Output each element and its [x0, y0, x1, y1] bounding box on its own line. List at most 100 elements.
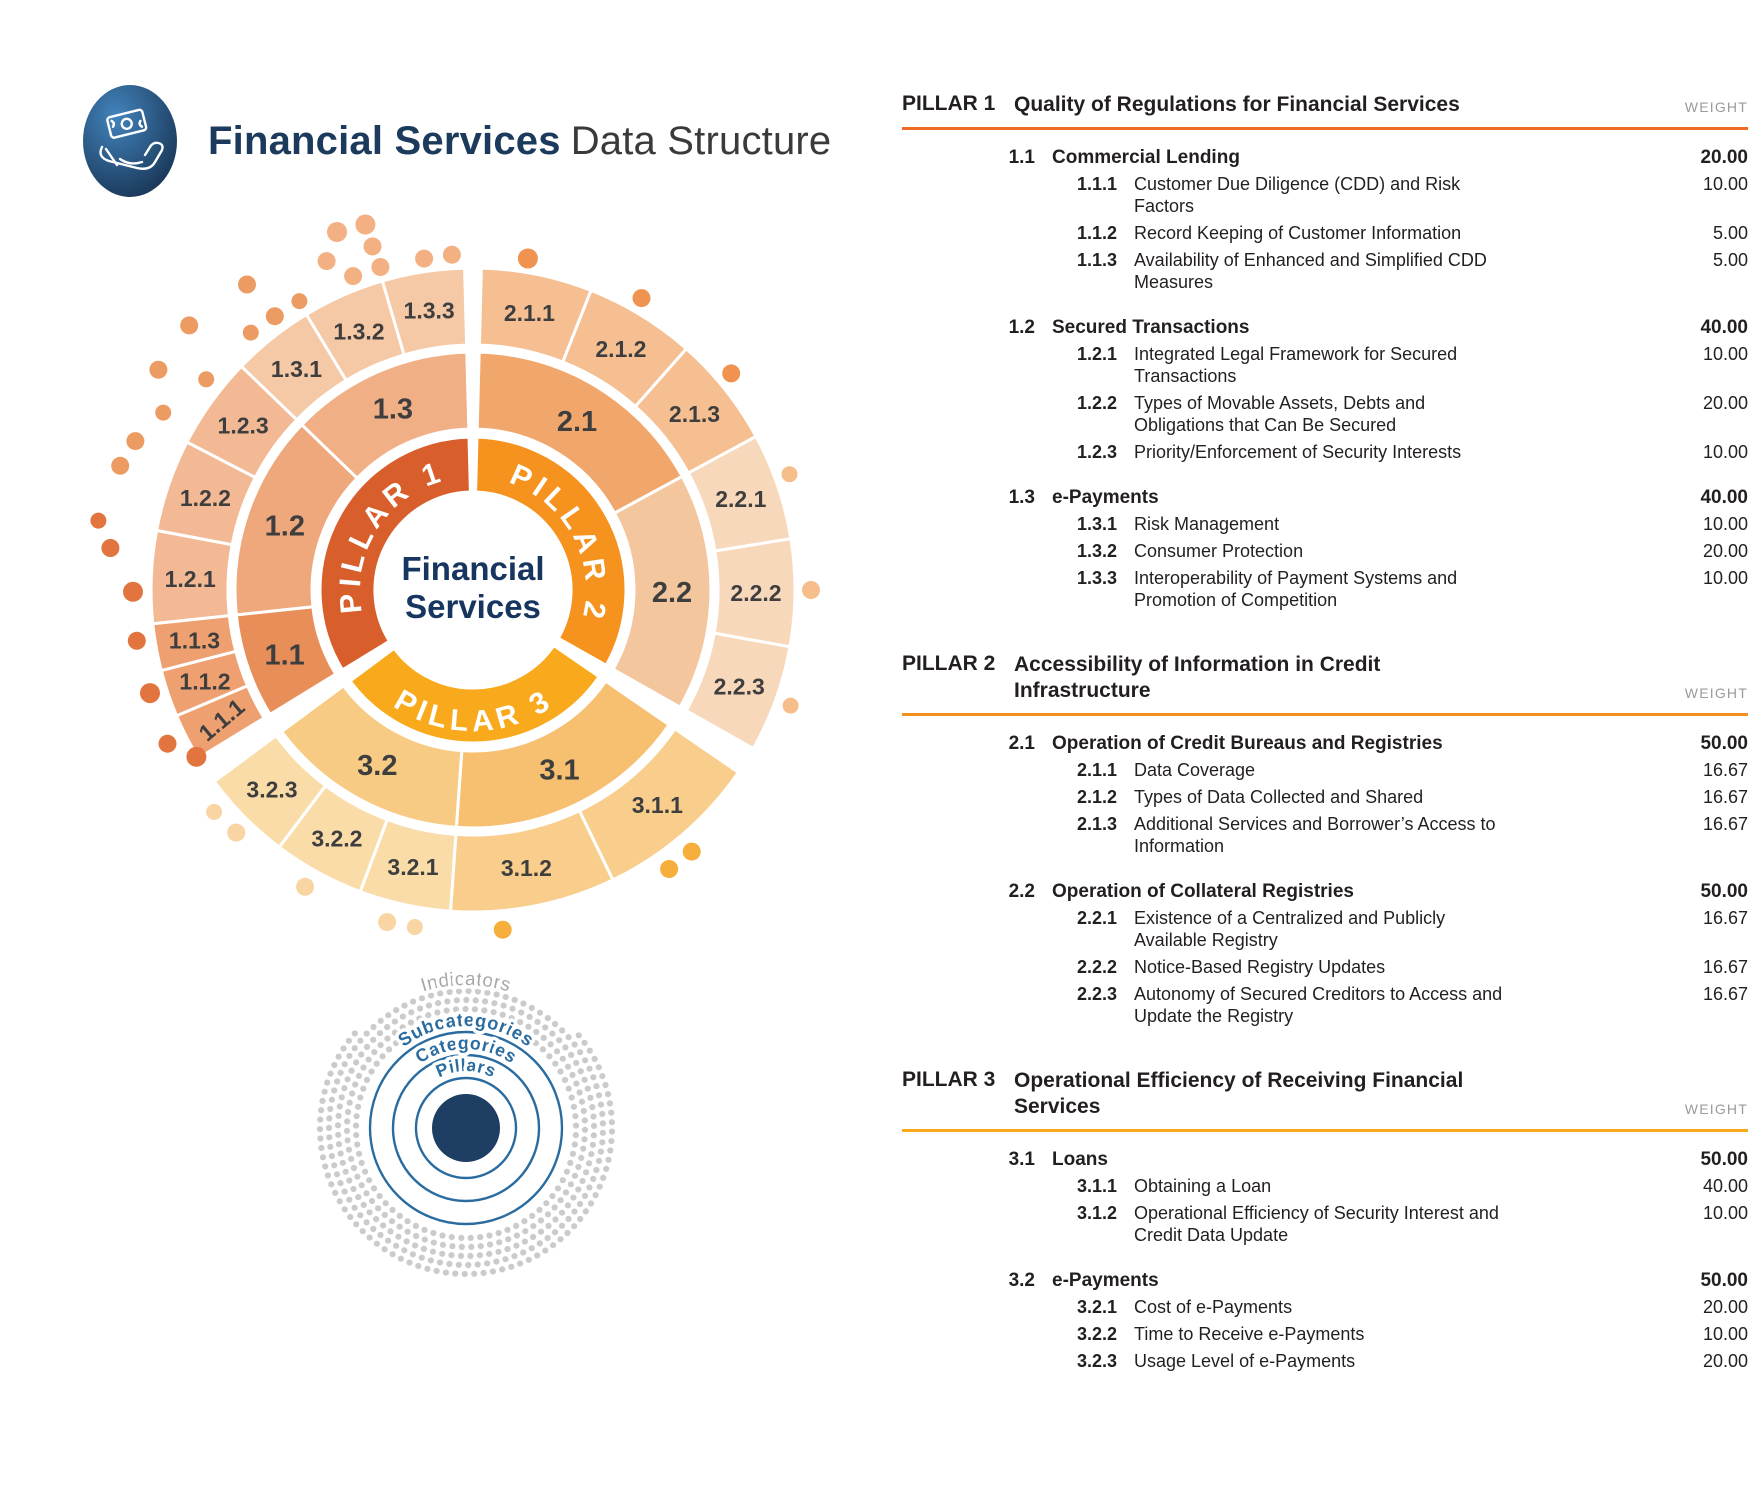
subcategory-name: Usage Level of e-Payments: [1134, 1351, 1356, 1372]
legend-ring-0: [414, 1076, 518, 1180]
category-name: Operation of Collateral Registries: [1052, 880, 1354, 902]
subcategory-number: 1.3.1: [1076, 514, 1117, 535]
center-label-line2: Services: [405, 588, 541, 625]
category-weight: 40.00: [1700, 486, 1748, 508]
indicator-dot: [782, 697, 799, 714]
category-weight: 50.00: [1700, 880, 1748, 902]
category-number: 3.1: [1008, 1148, 1035, 1170]
legend-label-categories: Categories: [412, 1033, 521, 1067]
pillar-label: PILLAR 3: [902, 1067, 996, 1091]
indicator-dot: [101, 539, 120, 557]
subcategory-number: 1.2.2: [1076, 393, 1117, 414]
subcategory-number: 2.1.3: [1076, 814, 1117, 835]
subcategory-name: Consumer Protection: [1134, 541, 1304, 562]
category-ring-label-2.2: 2.2: [652, 577, 692, 609]
category-name: e-Payments: [1052, 486, 1159, 508]
subcategory-weight: 5.00: [1712, 250, 1748, 271]
indicator-dot: [355, 214, 376, 235]
indicator-dot: [327, 222, 347, 242]
indicator-dot: [317, 252, 336, 271]
banknote-glyph: [106, 108, 148, 139]
subcategory-name: Operational Efficiency of Security Inter…: [1134, 1203, 1499, 1246]
pillar-rule: [902, 127, 1748, 131]
indicator-dot: [158, 734, 177, 753]
subcategory-weight: 10.00: [1702, 344, 1748, 365]
indicator-dot: [632, 289, 651, 308]
subcategory-number: 2.1.1: [1076, 760, 1117, 781]
subcategory-ring-label-2.1.2: 2.1.2: [595, 336, 646, 362]
subcategory-number: 1.2.3: [1076, 441, 1117, 462]
indicator-dot: [722, 364, 741, 383]
category-weight: 50.00: [1700, 1269, 1748, 1291]
legend-ring-2: [368, 1030, 564, 1226]
subcategory-number: 2.2.1: [1076, 908, 1117, 929]
indicator-dot: [265, 307, 284, 326]
subcategory-name: Record Keeping of Customer Information: [1134, 223, 1462, 244]
pillar-rule: [902, 712, 1748, 716]
subcategory-name: Priority/Enforcement of Security Interes…: [1134, 441, 1462, 462]
page-title-regular: Data Structure: [570, 118, 832, 163]
subcategory-weight: 16.67: [1702, 908, 1748, 929]
category-ring-label-3.2: 3.2: [357, 750, 397, 782]
subcategory-name: Notice-Based Registry Updates: [1134, 957, 1386, 978]
subcategory-name: Cost of e-Payments: [1134, 1297, 1293, 1318]
subcategory-weight: 16.67: [1702, 957, 1748, 978]
category-ring-label-1.2: 1.2: [265, 511, 305, 543]
indicator-dot: [378, 913, 397, 932]
subcategory-row: 2.2.1 Existence of a Centralized and Publ…: [902, 908, 1748, 952]
category-name: e-Payments: [1052, 1269, 1159, 1291]
subcategory-number: 1.2.1: [1076, 344, 1117, 365]
category-number: 2.1: [1008, 732, 1035, 754]
subcategory-ring-label-3.2.3: 3.2.3: [246, 776, 297, 802]
subcategory-name: Existence of a Centralized and Publicly …: [1134, 908, 1446, 951]
indicator-dot: [517, 248, 538, 269]
pillar-label: PILLAR 1: [902, 92, 996, 115]
subcategory-ring-label-1.3.3: 1.3.3: [404, 298, 455, 324]
legend-stipple: [316, 987, 616, 1278]
subcategory-ring-label-1.2.2: 1.2.2: [180, 485, 231, 511]
indicator-dot: [242, 324, 259, 341]
subcategory-ring-label-2.1.1: 2.1.1: [504, 300, 555, 326]
indicator-dot: [180, 316, 199, 335]
subcategory-number: 2.1.2: [1076, 787, 1117, 808]
subcategory-weight: 10.00: [1702, 567, 1748, 588]
category-ring-label-2.1: 2.1: [557, 406, 597, 438]
subcategory-wedge-1.3.3: [380, 266, 469, 357]
subcategory-weight: 16.67: [1702, 760, 1748, 781]
pillar-heading: PILLAR 1 Quality of Regulations for Finan…: [902, 92, 1748, 118]
category-name: Commercial Lending: [1052, 147, 1240, 169]
subcategory-weight: 5.00: [1712, 223, 1748, 244]
page-title-bold: Financial Services: [208, 118, 561, 163]
subcategory-ring-label-1.3.1: 1.3.1: [271, 356, 322, 382]
category-ring-label-3.1: 3.1: [539, 755, 579, 787]
weight-column-header: WEIGHT: [1684, 99, 1748, 116]
subcategory-name: Autonomy of Secured Creditors to Access …: [1134, 983, 1503, 1026]
indicator-dot: [682, 842, 701, 861]
indicator-dot: [781, 466, 798, 483]
subcategory-name: Interoperability of Payment Systems and …: [1134, 567, 1458, 610]
pillar-title: Operational Efficiency of Receiving Fina…: [1014, 1068, 1464, 1118]
center-circle: [375, 492, 571, 688]
subcategory-ring-label-3.2.1: 3.2.1: [387, 854, 438, 880]
indicator-dot: [227, 823, 246, 842]
category-weight: 20.00: [1700, 147, 1748, 169]
subcategory-ring-label-1.1.3: 1.1.3: [169, 628, 220, 654]
pillar-title: Quality of Regulations for Financial Ser…: [1014, 93, 1460, 116]
